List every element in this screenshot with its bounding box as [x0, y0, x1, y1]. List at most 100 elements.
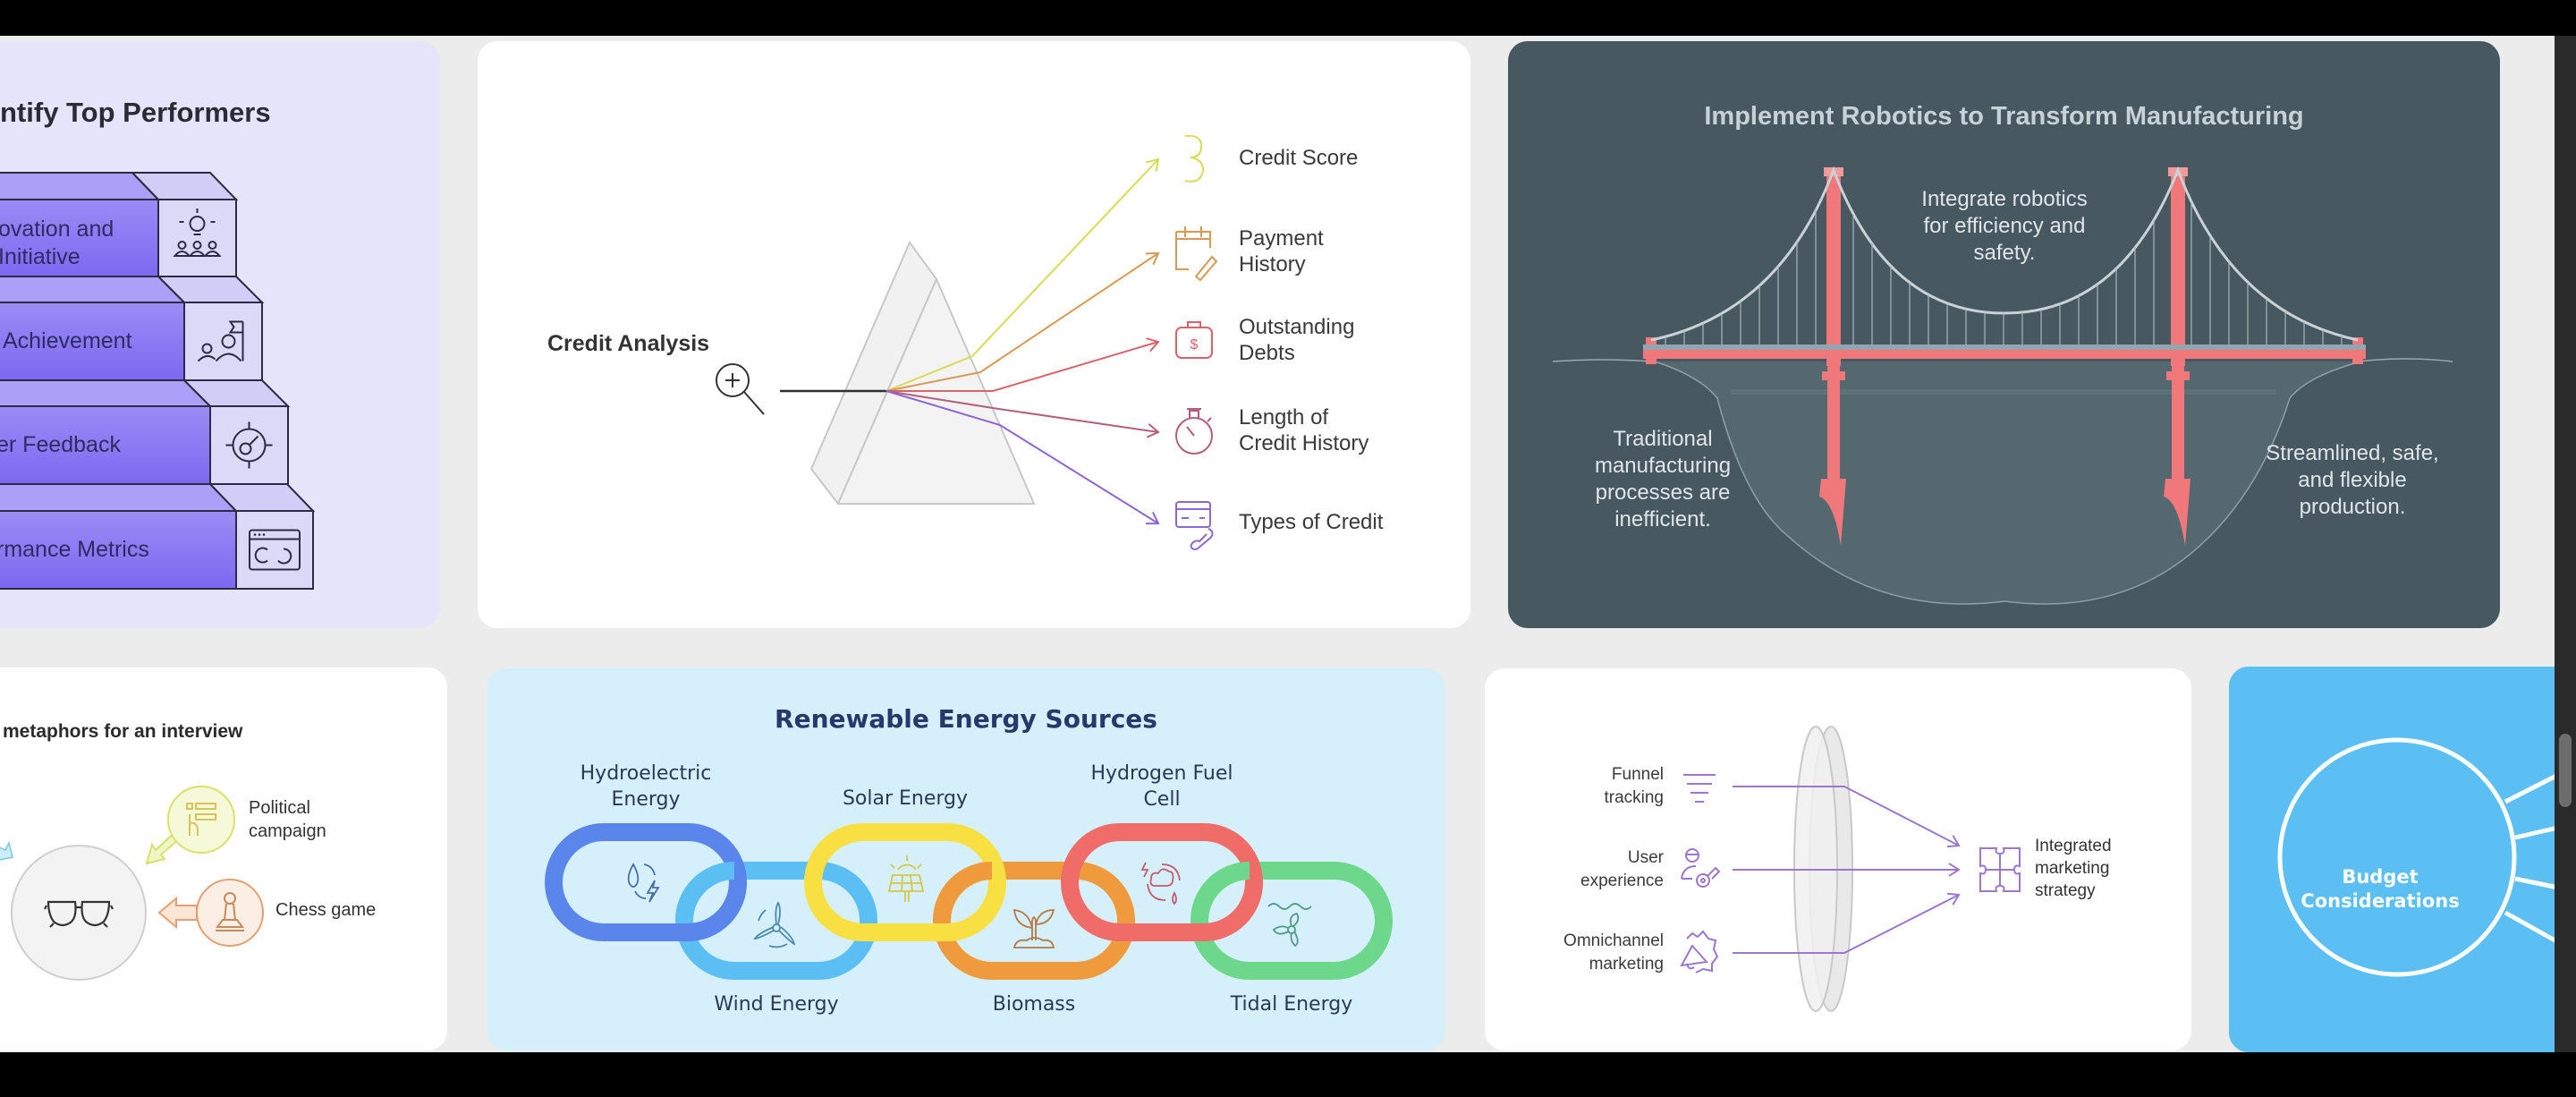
bridge-diagram	[1552, 166, 2453, 605]
energy-source-label-line: Hydroelectric	[580, 762, 712, 785]
top-performers-title: ntify Top Performers	[0, 97, 271, 128]
budget-branch-line	[2514, 825, 2559, 840]
energy-source-label-line: Solar Energy	[842, 787, 969, 810]
ray-arrowhead	[1146, 423, 1160, 438]
step-label: rmance Metrics	[0, 536, 149, 564]
marketing-input-label-line: tracking	[1604, 788, 1664, 807]
marketing-ray	[1733, 894, 1960, 954]
ray-arrowhead	[1146, 157, 1160, 172]
credit-output-label-line: Credit Score	[1239, 145, 1359, 170]
output-ray	[886, 390, 1159, 433]
robotics-right-text: Streamlined, safe, and flexible production…	[2218, 440, 2487, 521]
chain-link-overlap	[1191, 862, 1250, 922]
step-label: Achievement	[3, 327, 132, 355]
chess-circle	[196, 879, 264, 947]
browser-loading-icon	[249, 529, 301, 571]
output-ray	[886, 252, 1159, 392]
robotics-panel[interactable]: Implement Robotics to Transform Manufact…	[1508, 41, 2500, 628]
step-front-face	[0, 510, 237, 590]
step-top-face	[0, 483, 239, 512]
robotics-text-line: Streamlined, safe,	[2266, 441, 2439, 465]
partial-arrow-fragment	[0, 840, 13, 861]
energy-source-label: Biomass	[927, 991, 1141, 1017]
lightbulb-team-icon	[173, 208, 222, 257]
energy-source-label: Solar Energy	[798, 786, 1013, 812]
credit-output-label-line: History	[1239, 252, 1306, 276]
chain-link-overlap	[946, 881, 1006, 941]
budget-considerations-card[interactable]: Budget Considerations	[2229, 667, 2576, 1052]
chess-arrow	[157, 896, 198, 930]
ground-line	[1552, 358, 2453, 362]
robotics-text-line: safety.	[1973, 241, 2036, 265]
chess-game-label: Chess game	[275, 900, 377, 920]
budget-branch-line	[2504, 910, 2560, 945]
credit-card-phone-icon	[1175, 501, 1214, 551]
ray-arrowhead	[1946, 835, 1961, 848]
interview-title: metaphors for an interview	[3, 721, 243, 742]
sunglasses-icon	[44, 900, 114, 928]
budget-circle	[2277, 737, 2517, 977]
output-ray	[886, 390, 1159, 524]
zoom-in-icon	[716, 363, 765, 415]
wind-turbine-icon	[753, 901, 796, 948]
credit-output-label-line: Debts	[1239, 341, 1295, 365]
marketing-output-line: strategy	[2035, 881, 2096, 900]
funnel-icon	[1683, 774, 1716, 803]
marketing-input-label-line: marketing	[1589, 955, 1664, 974]
pier-collar	[1822, 371, 1845, 380]
robotics-text-line: production.	[2299, 495, 2406, 519]
ray-arrowhead	[1145, 511, 1160, 525]
interview-metaphors-card[interactable]: metaphors for an interview Political cam…	[0, 668, 447, 1050]
robotics-text-line: Integrate robotics	[1921, 187, 2088, 211]
ray-arrowhead	[1946, 892, 1961, 906]
solar-panel-icon	[887, 855, 925, 902]
robotics-text-line: for efficiency and	[1923, 214, 2086, 238]
energy-source-label-line: Wind Energy	[714, 993, 839, 1016]
scrollbar-thumb[interactable]	[2559, 734, 2572, 807]
bridge-tower	[2171, 167, 2185, 366]
robotics-text-line: processes are	[1595, 480, 1731, 505]
tower-footing	[2164, 479, 2190, 546]
puzzle-icon	[1979, 847, 2021, 892]
energy-source-label: Wind Energy	[669, 991, 884, 1017]
credit-output-label-line: Credit History	[1239, 431, 1369, 455]
marketing-lens-diagram	[1680, 726, 2021, 1012]
budget-label: Budget Considerations	[2301, 866, 2460, 912]
prism-group	[780, 157, 1160, 525]
budget-branch-line	[2504, 772, 2560, 804]
credit-output-label: Types of Credit	[1239, 509, 1383, 535]
ballot-hand-icon	[186, 803, 216, 836]
output-ray	[886, 341, 1159, 392]
renewable-title: Renewable Energy Sources	[775, 704, 1157, 734]
dollar-sign: $	[1191, 337, 1199, 353]
vertical-scrollbar[interactable]	[2555, 36, 2576, 1052]
interview-diagram	[0, 786, 264, 981]
hydrogen-cycle-icon	[1140, 862, 1181, 906]
energy-source-label-line: Biomass	[992, 993, 1076, 1016]
output-ray	[886, 158, 1159, 392]
money-bag-icon: $	[1175, 321, 1213, 359]
interview-center-circle	[11, 845, 147, 981]
stopwatch-icon	[1175, 408, 1213, 455]
chess-pawn-icon	[216, 892, 244, 931]
water-line	[1731, 389, 2276, 395]
robotics-text-line: Traditional	[1613, 427, 1713, 451]
robotics-center-text: Integrate robotics for efficiency and safe…	[1870, 186, 2139, 267]
pier-collar	[2166, 371, 2190, 380]
chain-link-overlap	[933, 862, 993, 922]
step-top-face	[0, 172, 161, 200]
robotics-text-line: and flexible	[2298, 468, 2407, 492]
step-label-line: Achievement	[3, 328, 132, 353]
marketing-ray	[1733, 786, 1960, 846]
credit-output-label: Credit Score	[1239, 145, 1358, 171]
bridge-tower	[1826, 167, 1841, 366]
marketing-output-line: Integrated	[2035, 837, 2112, 855]
